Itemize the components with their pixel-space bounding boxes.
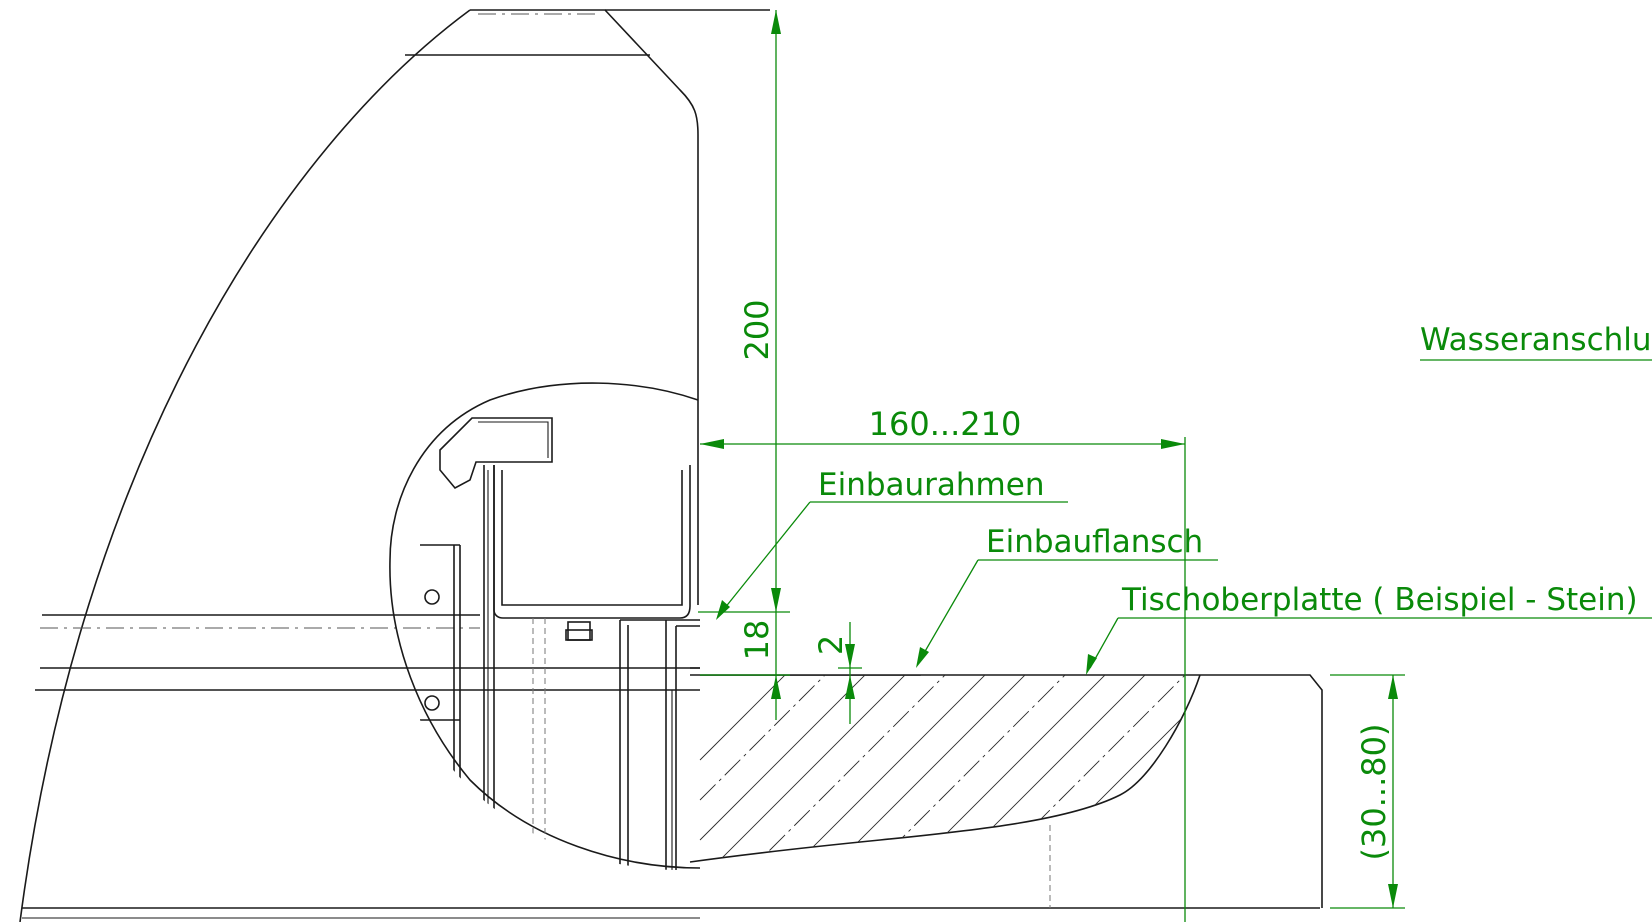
- leader-einbauflansch: Einbauflansch: [916, 524, 1218, 668]
- dimension-18-label: 18: [738, 620, 776, 661]
- dimension-200-label: 200: [738, 299, 776, 360]
- label-einbauflansch: Einbauflansch: [986, 524, 1203, 560]
- countertop: [689, 674, 1323, 908]
- dimension-2: 2: [812, 622, 862, 724]
- leader-wasseranschluss: Wasseranschlu: [1420, 322, 1652, 361]
- horizontal-rails: [22, 614, 1320, 919]
- dimension-30-80: (30...80): [1330, 674, 1405, 909]
- leader-tischoberplatte: Tischoberplatte ( Beispiel - Stein): [1086, 582, 1652, 675]
- outer-housing: [19, 9, 770, 922]
- dimension-18: 18: [700, 612, 790, 720]
- dimension-200: 200: [698, 10, 790, 613]
- label-tischoberplatte: Tischoberplatte ( Beispiel - Stein): [1121, 582, 1638, 618]
- detail-circle: [389, 382, 701, 869]
- dimension-160-210-label: 160...210: [869, 405, 1022, 443]
- dimension-160-210: 160...210: [700, 405, 1186, 922]
- dimension-2-label: 2: [812, 635, 850, 655]
- label-wasseranschluss: Wasseranschlu: [1420, 322, 1652, 358]
- leader-einbaurahmen: Einbaurahmen: [716, 467, 1068, 620]
- label-einbaurahmen: Einbaurahmen: [818, 467, 1044, 503]
- dimension-30-80-label: (30...80): [1355, 724, 1393, 861]
